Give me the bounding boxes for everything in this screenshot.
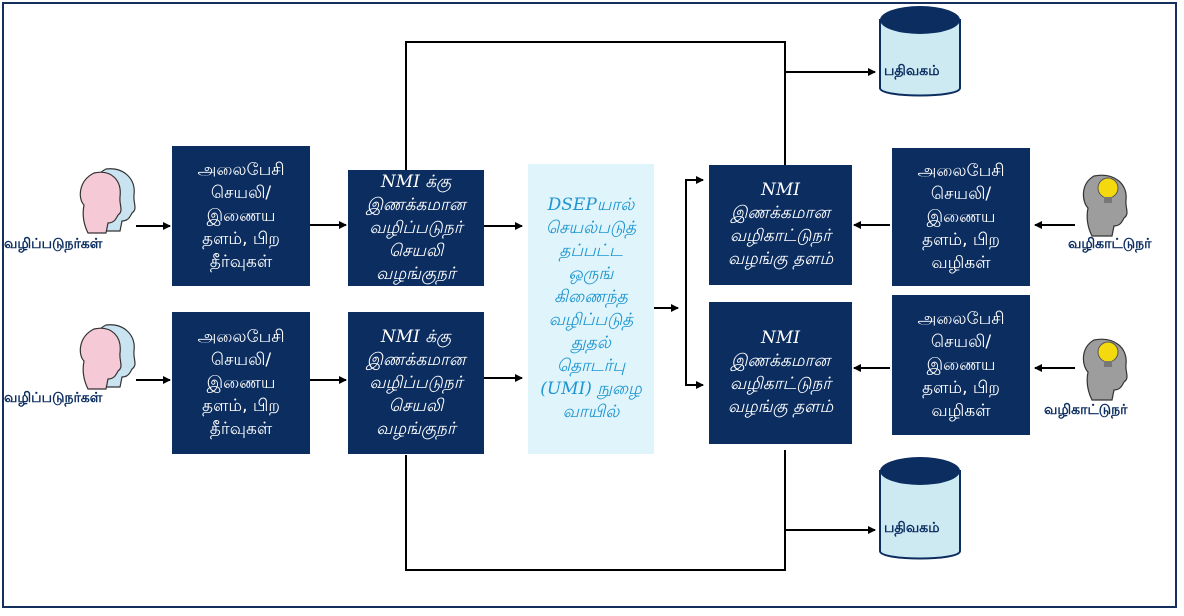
app-provider-text: NMI க்கு இணக்கமான வழிப்படுநர் செயலி வழங்… (366, 171, 466, 284)
guide-channel-text: அலைபேசி செயலி/ இணைய தளம், பிற வழிகள் (917, 160, 1005, 273)
guide-label: வழிகாட்டுநர் (1068, 236, 1152, 252)
registry-cylinder-icon (879, 457, 961, 560)
guide-platform-text: NMI இணக்கமான வழிகாட்டுநர் வழங்கு தளம் (727, 180, 834, 269)
idea-head-icon (1082, 174, 1128, 237)
registry-cylinder-icon (879, 6, 961, 97)
guide-platform-text: NMI இணக்கமான வழிகாட்டுநர் வழங்கு தளம் (727, 328, 834, 417)
user-group-icon (79, 324, 136, 390)
guide-channel-text: அலைபேசி செயலி/ இணைய தளம், பிற வழிகள் (917, 308, 1005, 421)
app-provider-box: NMI க்கு இணக்கமான வழிப்படுநர் செயலி வழங்… (348, 312, 484, 454)
user-channel-box: அலைபேசி செயலி/ இணைய தளம், பிற தீர்வுகள் (172, 146, 310, 286)
user-label: வழிப்படுநர்கள் (4, 390, 103, 406)
user-channel-text: அலைபேசி செயலி/ இணைய தளம், பிற தீர்வுகள் (197, 159, 285, 272)
user-channel-box: அலைபேசி செயலி/ இணைய தளம், பிற தீர்வுகள் (172, 312, 310, 454)
user-group-icon (79, 168, 136, 234)
registry-bottom-loop (405, 450, 786, 571)
registry-top-loop (405, 41, 786, 170)
guide-label: வழிகாட்டுநர் (1044, 402, 1128, 418)
registry-label: பதிவகம் (884, 520, 940, 536)
idea-head-icon (1082, 338, 1128, 401)
guide-platform-box: NMI இணக்கமான வழிகாட்டுநர் வழங்கு தளம் (709, 302, 852, 444)
user-channel-text: அலைபேசி செயலி/ இணைய தளம், பிற தீர்வுகள் (197, 326, 285, 439)
app-provider-box: NMI க்கு இணக்கமான வழிப்படுநர் செயலி வழங்… (348, 170, 484, 286)
fork-lower (685, 308, 704, 389)
diagram-frame (2, 2, 1177, 608)
guide-channel-box: அலைபேசி செயலி/ இணைய தளம், பிற வழிகள் (892, 148, 1030, 286)
fork-upper (685, 176, 704, 308)
app-provider-text: NMI க்கு இணக்கமான வழிப்படுநர் செயலி வழங்… (366, 326, 466, 439)
umi-gateway-box: DSEPயால் செயல்படுத் தப்பட்ட ஒருங் கிணைந்… (528, 164, 654, 454)
user-label: வழிப்படுநர்கள் (4, 236, 103, 252)
guide-platform-box: NMI இணக்கமான வழிகாட்டுநர் வழங்கு தளம் (709, 165, 852, 285)
guide-channel-box: அலைபேசி செயலி/ இணைய தளம், பிற வழிகள் (892, 295, 1030, 435)
registry-label: பதிவகம் (884, 63, 940, 79)
umi-gateway-text: DSEPயால் செயல்படுத் தப்பட்ட ஒருங் கிணைந்… (540, 195, 642, 422)
